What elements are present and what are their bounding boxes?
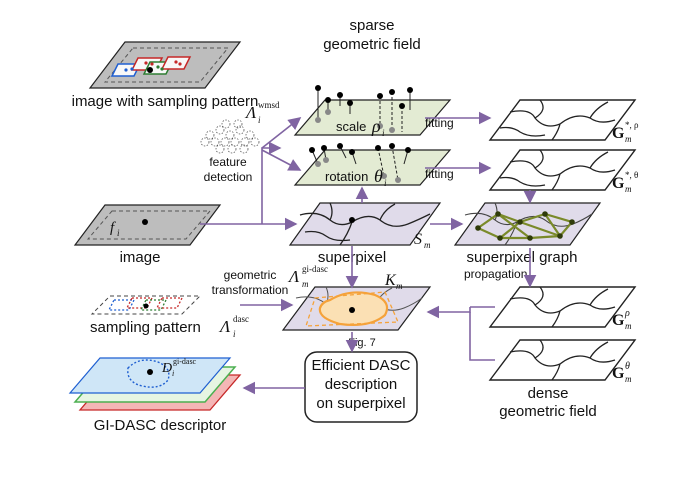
sparse-label: sparse: [349, 17, 394, 34]
transformation-label: transformation: [212, 283, 289, 297]
g-rho-plane: [488, 286, 637, 328]
box-line1: Efficient DASC: [312, 357, 411, 374]
sampling-image-plane: [88, 41, 242, 89]
image-with-sampling-label: image with sampling pattern: [72, 93, 259, 110]
lambda-gi-dasc: Λ: [287, 267, 300, 286]
d-sub: i: [172, 369, 174, 378]
image-plane: f i: [73, 204, 222, 246]
g-rho-sup: *, ρ: [625, 120, 639, 130]
k-symbol: K: [384, 272, 397, 289]
f-symbol: f: [110, 220, 116, 236]
scale-plane: scale ρ i: [293, 85, 452, 138]
lambda-wmsd: Λ: [244, 103, 257, 122]
g-rho-symbol: G: [612, 125, 625, 142]
d-symbol: D: [161, 361, 172, 376]
g-theta-sup: *, θ: [625, 170, 638, 180]
g-rho-dense-sub: m: [625, 321, 632, 331]
superpixel-graph-label: superpixel graph: [467, 249, 578, 266]
superpixel-graph-plane: [453, 202, 602, 246]
lambda-dasc-sub: i: [233, 329, 236, 339]
image-label: image: [120, 249, 161, 266]
box-line2: description: [325, 376, 398, 393]
lambda-dasc-sup: dasc: [233, 314, 249, 324]
lambda-gi-dasc-sup: gi-dasc: [302, 264, 328, 274]
flow-arrows: [200, 111, 537, 395]
f-sub-i: i: [117, 228, 120, 238]
d-sup: gi-dasc: [173, 357, 197, 366]
propagation-label: propagation: [464, 267, 527, 281]
rotation-plane: rotation θ i: [293, 143, 452, 188]
g-theta-sub: m: [625, 184, 632, 194]
scale-label: scale: [336, 119, 366, 134]
gi-dasc-layers: D gi-dasc i: [68, 357, 242, 411]
rotation-label: rotation: [325, 169, 368, 184]
gi-dasc-label: GI-DASC descriptor: [94, 417, 227, 434]
geometric-label: geometric: [224, 268, 277, 282]
lambda-sub-i: i: [258, 115, 261, 125]
feature-label: feature: [209, 155, 247, 169]
g-theta-dense-symbol: G: [612, 365, 625, 382]
g-theta-dense-sub: m: [625, 374, 632, 384]
dasc-box: [304, 351, 418, 423]
wmsd-sup: wmsd: [258, 100, 280, 110]
g-star-rho-plane: [488, 99, 637, 141]
g-star-theta-plane: [488, 149, 637, 191]
g-theta-symbol: G: [612, 175, 625, 192]
g-rho-sub: m: [625, 134, 632, 144]
fitting-label-top: fitting: [425, 116, 454, 130]
s-symbol: S: [414, 231, 422, 248]
detection-label: detection: [204, 170, 253, 184]
g-theta-plane: [488, 339, 637, 381]
k-sub: m: [396, 281, 403, 291]
transformed-superpixel-plane: [281, 286, 432, 331]
g-rho-dense-sup: ρ: [624, 308, 630, 319]
feature-cluster: [200, 119, 260, 154]
g-theta-dense-sup: θ: [625, 361, 630, 372]
dense-label: dense: [528, 385, 569, 402]
rho-symbol: ρ: [371, 116, 381, 136]
box-line3: on superpixel: [316, 395, 405, 412]
superpixel-plane: [288, 202, 442, 246]
sampling-pattern-small: [90, 295, 202, 315]
sampling-pattern-label: sampling pattern: [90, 319, 201, 336]
lambda-dasc: Λ: [218, 317, 231, 336]
lambda-gi-dasc-sub: m: [302, 279, 309, 289]
theta-symbol: θ: [374, 166, 383, 186]
dense-geometric-field-label: geometric field: [499, 403, 597, 420]
g-rho-dense-symbol: G: [612, 312, 625, 329]
rho-sub-i: i: [382, 128, 385, 138]
s-sub: m: [424, 240, 431, 250]
geometric-field-label: geometric field: [323, 36, 421, 53]
fitting-label-bottom: fitting: [425, 167, 454, 181]
theta-sub-i: i: [384, 178, 387, 188]
